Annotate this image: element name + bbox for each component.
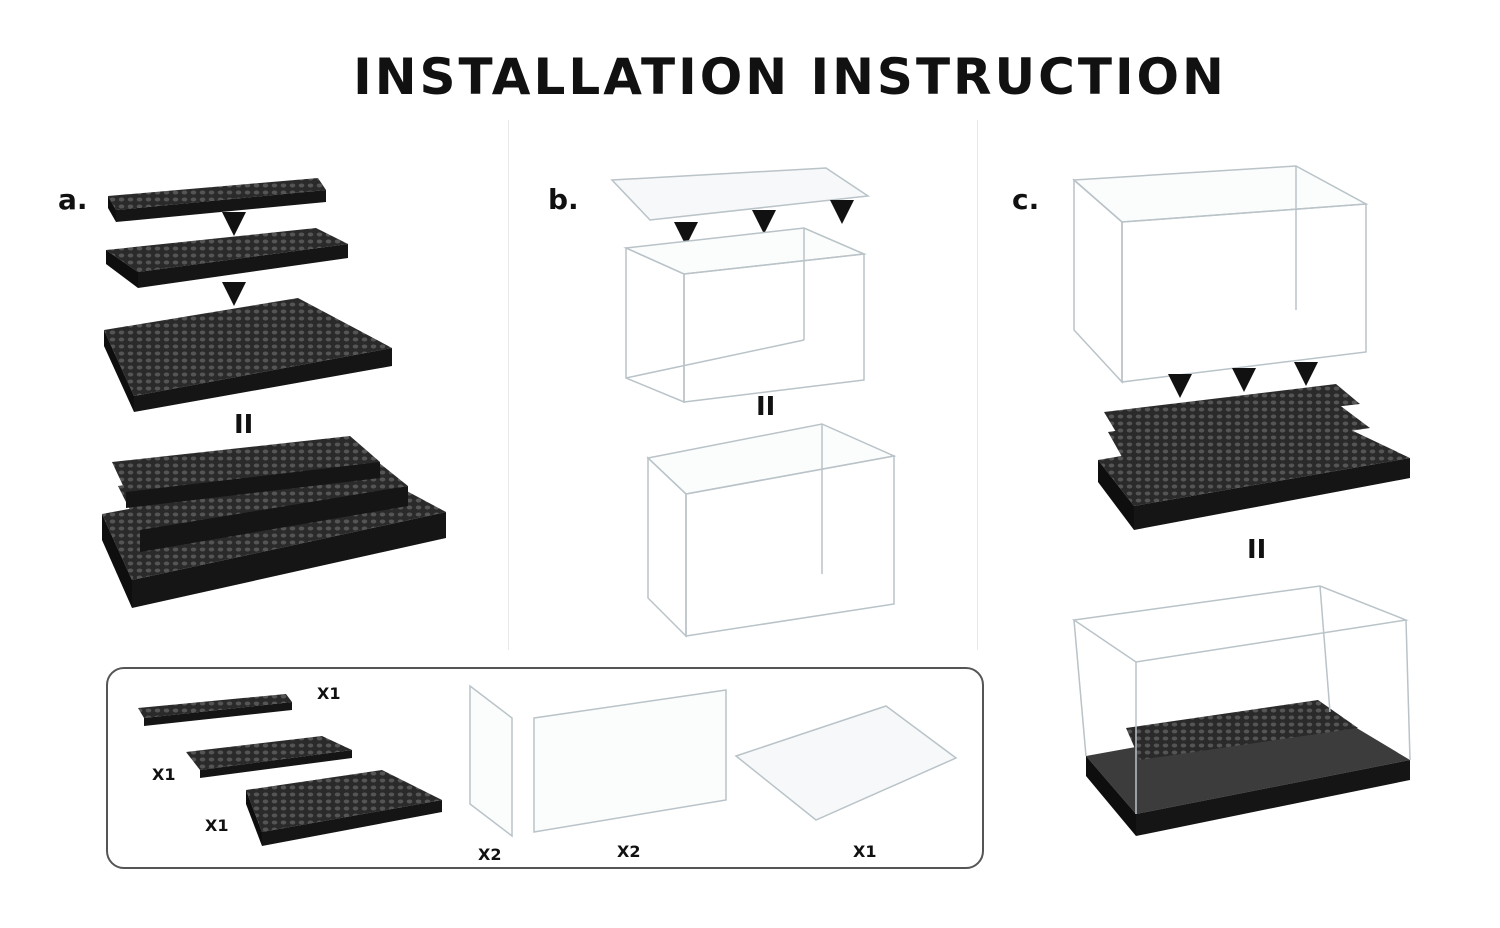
baseplate-large-icon bbox=[104, 298, 392, 412]
stepped-base-icon bbox=[102, 436, 446, 608]
baseplate-medium-icon bbox=[106, 228, 348, 288]
part-side-panel-icon bbox=[470, 686, 512, 836]
acrylic-top-panel-icon bbox=[612, 168, 868, 220]
acrylic-box-open-icon bbox=[626, 228, 864, 402]
stepped-base-icon bbox=[1098, 384, 1410, 530]
part-baseplate-small-icon bbox=[138, 694, 292, 726]
part-front-panel-icon bbox=[534, 690, 726, 832]
part-baseplate-medium-icon bbox=[186, 736, 352, 778]
baseplate-small-icon bbox=[108, 178, 326, 222]
part-top-panel-icon bbox=[736, 706, 956, 820]
acrylic-cover-icon bbox=[1074, 166, 1366, 382]
assembled-display-case-icon bbox=[1074, 586, 1410, 836]
acrylic-box-closed-icon bbox=[648, 424, 894, 636]
part-baseplate-large-icon bbox=[246, 770, 442, 846]
